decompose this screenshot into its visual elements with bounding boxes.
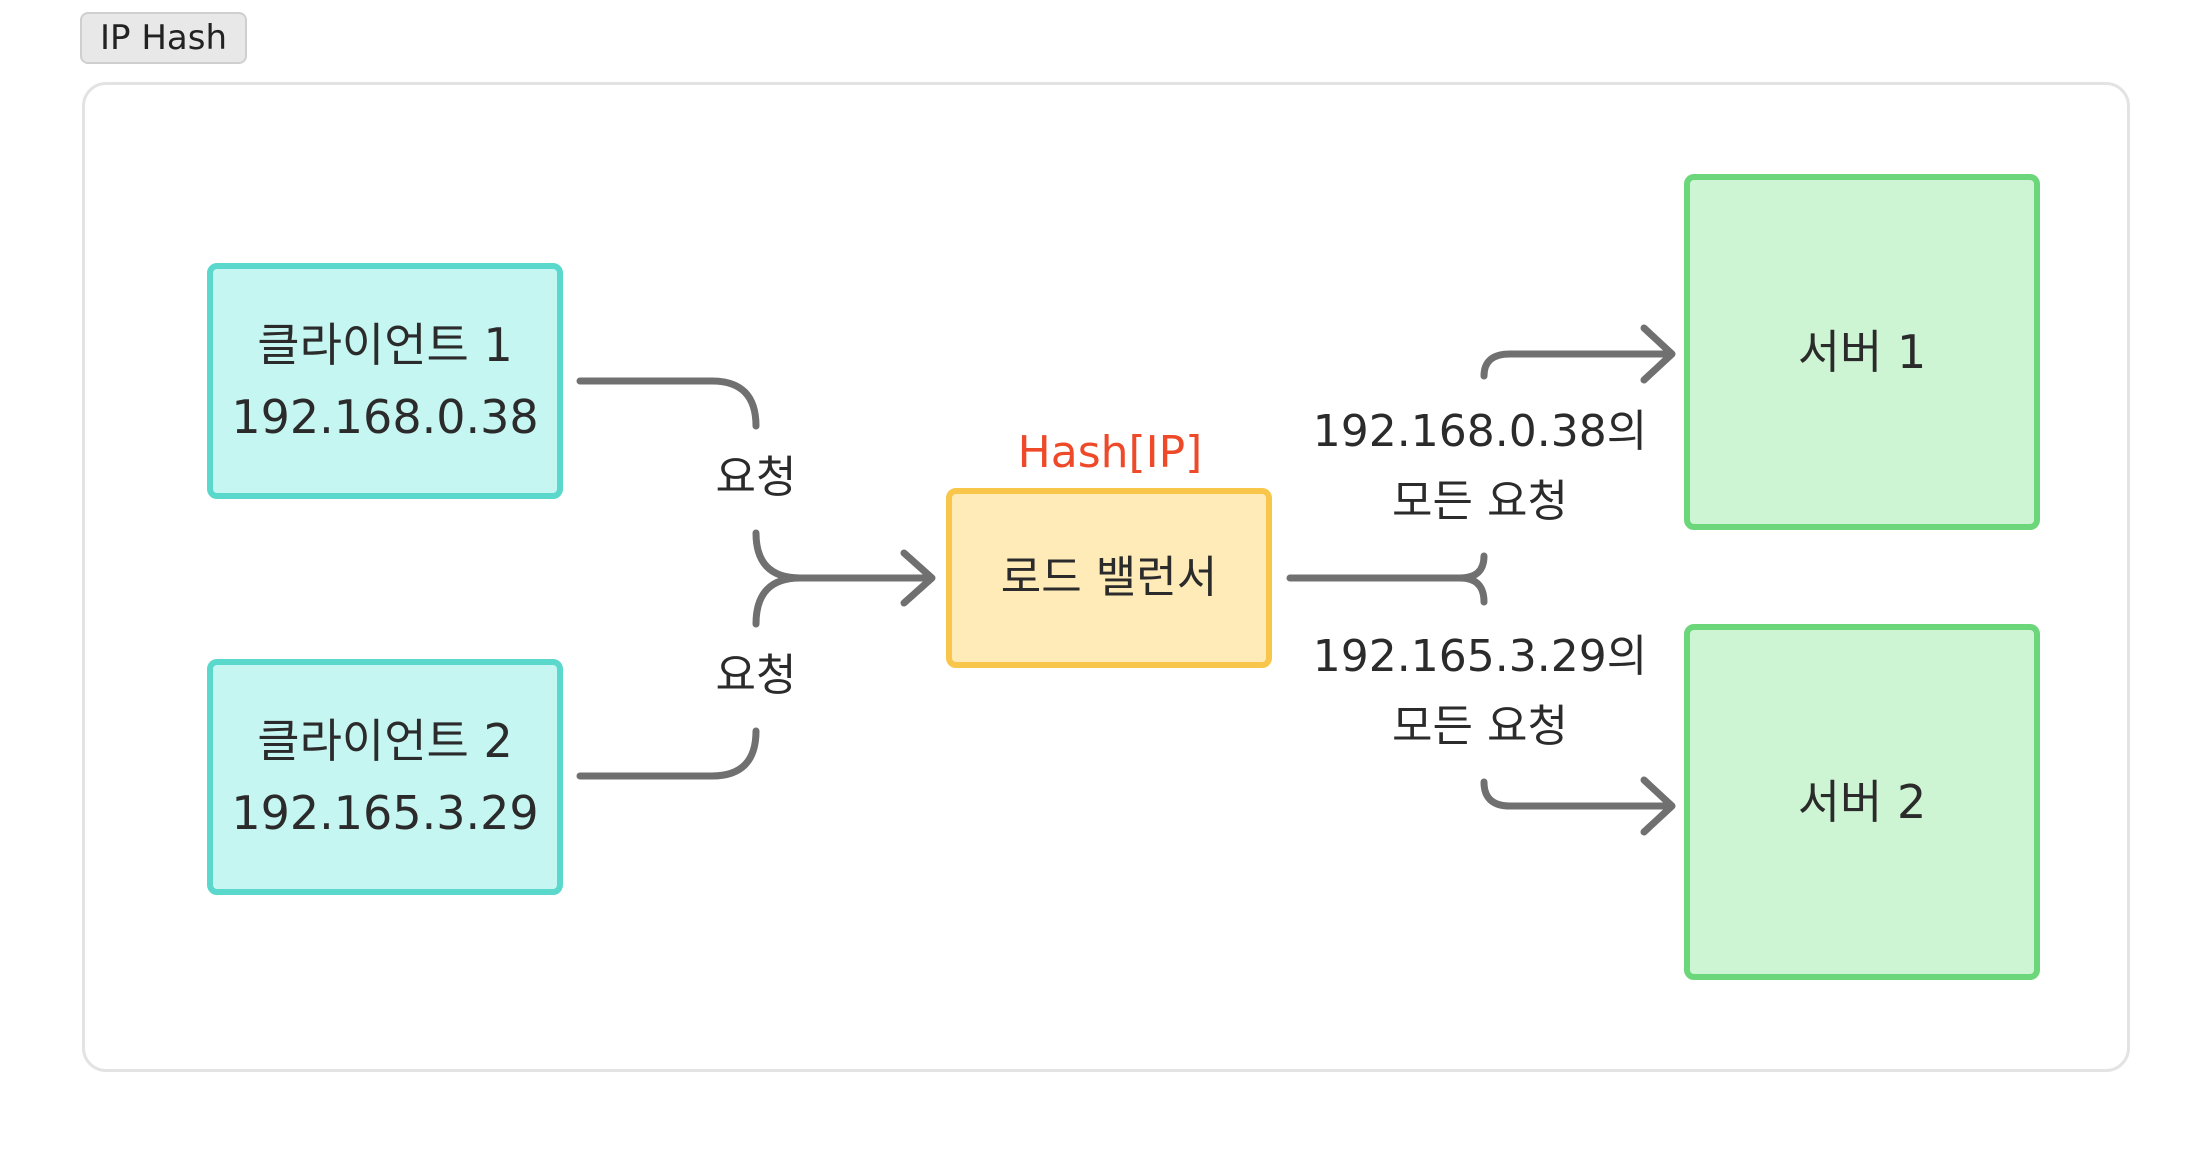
client-1-ip: 192.168.0.38 [231, 390, 539, 444]
connector-client-1 [576, 377, 760, 430]
request-label-1: 요청 [715, 452, 797, 503]
hash-ip-label: Hash[IP] [1017, 427, 1203, 478]
arrowhead-server-2 [1640, 776, 1676, 836]
route-2-text: 모든 요청 [1392, 701, 1568, 752]
arrow-to-server-1 [1480, 350, 1674, 380]
route-1-text: 모든 요청 [1392, 476, 1568, 527]
load-balancer-label: 로드 밸런서 [1000, 552, 1218, 603]
route-2-label: 192.165.3.29의 모든 요청 [1300, 622, 1660, 762]
connector-merge-bottom [752, 574, 804, 628]
server-2-label: 서버 2 [1797, 775, 1927, 829]
arrow-to-server-2 [1480, 778, 1674, 810]
route-1-label: 192.168.0.38의 모든 요청 [1300, 397, 1660, 537]
client-1-box: 클라이언트 1 192.168.0.38 [207, 263, 563, 499]
client-1-name: 클라이언트 1 [257, 318, 513, 372]
connector-merge-top [752, 529, 804, 582]
route-2-ip: 192.165.3.29의 [1312, 631, 1648, 682]
arrowhead-load-balancer [900, 549, 936, 607]
connector-client-2 [576, 727, 760, 780]
server-1-label: 서버 1 [1797, 325, 1927, 379]
request-label-2: 요청 [715, 650, 797, 701]
client-2-ip: 192.165.3.29 [231, 786, 539, 840]
ip-hash-tag: IP Hash [80, 12, 248, 64]
server-2-box: 서버 2 [1684, 624, 2040, 980]
load-balancer-box: 로드 밸런서 [946, 488, 1272, 668]
client-2-name: 클라이언트 2 [257, 714, 513, 768]
arrowhead-server-1 [1640, 324, 1676, 384]
connector-split-bottom [1456, 574, 1488, 606]
server-1-box: 서버 1 [1684, 174, 2040, 530]
client-2-box: 클라이언트 2 192.165.3.29 [207, 659, 563, 895]
route-1-ip: 192.168.0.38의 [1312, 406, 1648, 457]
